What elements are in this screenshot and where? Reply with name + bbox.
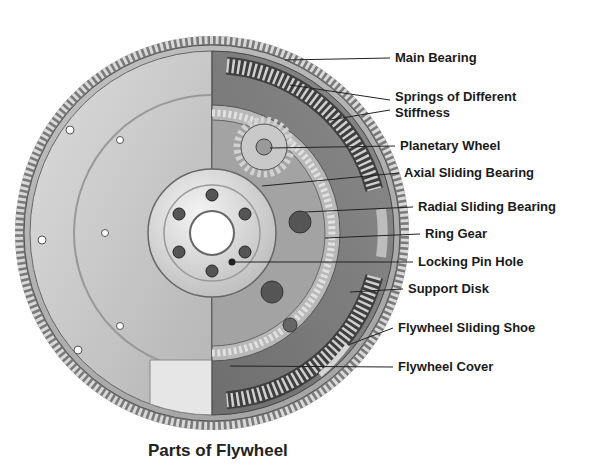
leader-line xyxy=(305,207,413,212)
disk-hole xyxy=(289,211,311,233)
leader-lines xyxy=(230,58,420,367)
rivet xyxy=(117,137,124,144)
sliding-shoe xyxy=(381,209,383,257)
leader-line xyxy=(290,85,390,100)
planet-wheel xyxy=(241,124,287,170)
leader-line xyxy=(262,173,399,186)
bolt xyxy=(173,208,185,220)
planet-teeth xyxy=(237,120,291,174)
bolt xyxy=(173,246,185,258)
flywheel-rim xyxy=(24,45,400,421)
part-label: Ring Gear xyxy=(425,226,487,242)
rivet xyxy=(66,126,74,134)
rivet xyxy=(38,236,46,244)
leader-line xyxy=(350,289,403,292)
leader-line xyxy=(270,146,395,148)
bolt xyxy=(206,265,218,277)
disk-hole xyxy=(283,318,297,332)
part-label: Planetary Wheel xyxy=(400,138,500,154)
center-hole xyxy=(190,211,234,255)
ring-gear-base xyxy=(15,36,409,430)
part-label: Springs of Different Stiffness xyxy=(395,89,545,121)
cover-cutout xyxy=(150,360,212,415)
diagram-title: Parts of Flywheel xyxy=(148,441,288,461)
rivet xyxy=(102,230,109,237)
leader-line xyxy=(348,328,393,345)
part-label: Flywheel Cover xyxy=(398,359,493,375)
part-label: Flywheel Sliding Shoe xyxy=(398,320,535,336)
hub xyxy=(148,169,276,297)
part-label: Main Bearing xyxy=(395,50,477,66)
leader-line xyxy=(325,234,420,238)
bolt xyxy=(239,208,251,220)
rivet xyxy=(74,346,82,354)
leader-line xyxy=(230,366,393,367)
planet-hub xyxy=(256,139,272,155)
leader-line xyxy=(330,110,390,120)
starter-teeth xyxy=(19,40,405,426)
part-label: Support Disk xyxy=(408,281,489,297)
part-label: Radial Sliding Bearing xyxy=(418,199,556,215)
leader-line xyxy=(285,58,390,60)
sliding-shoe xyxy=(320,345,348,375)
disk-hole xyxy=(261,281,283,303)
leader-line xyxy=(234,262,413,263)
bolt xyxy=(239,246,251,258)
part-label: Locking Pin Hole xyxy=(418,254,523,270)
bolt xyxy=(206,189,218,201)
part-label: Axial Sliding Bearing xyxy=(404,165,534,181)
rivet xyxy=(117,323,124,330)
hub-ring xyxy=(164,185,260,281)
